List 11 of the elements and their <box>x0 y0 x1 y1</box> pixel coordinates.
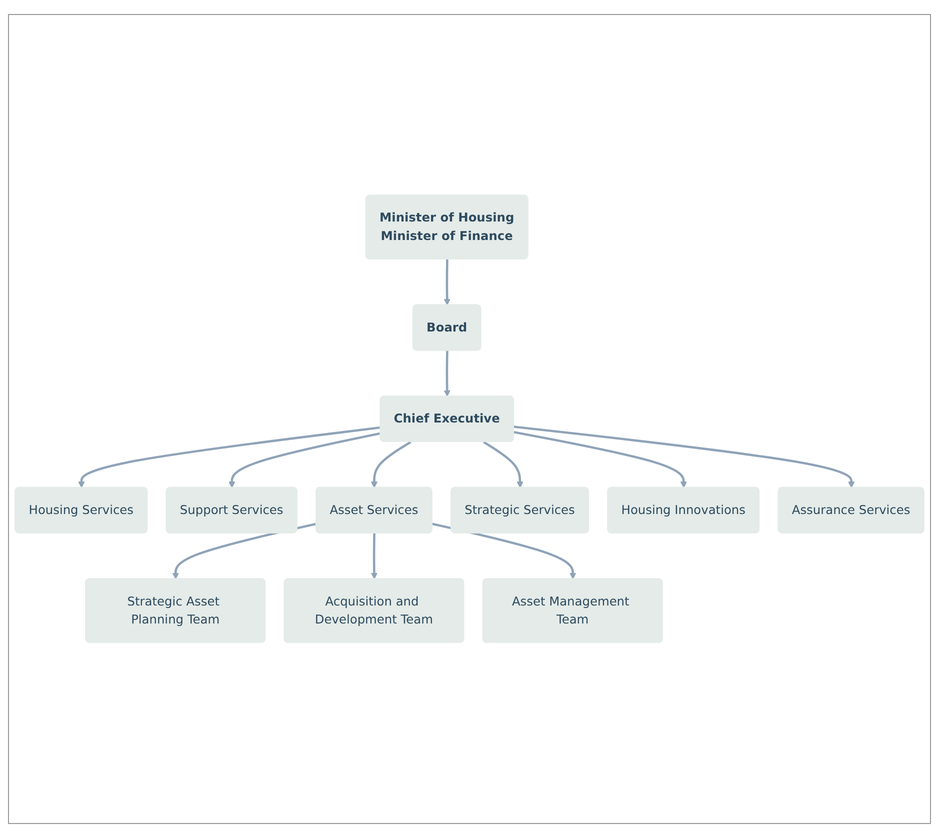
arrow <box>514 431 687 488</box>
arrow <box>370 441 412 488</box>
arrow <box>172 522 317 580</box>
arrow <box>228 432 381 488</box>
arrow <box>78 426 381 488</box>
arrow <box>444 260 450 306</box>
arrow <box>370 534 378 580</box>
arrow <box>514 426 855 488</box>
arrow <box>483 441 524 488</box>
arrow <box>432 522 576 580</box>
arrow <box>444 350 450 397</box>
